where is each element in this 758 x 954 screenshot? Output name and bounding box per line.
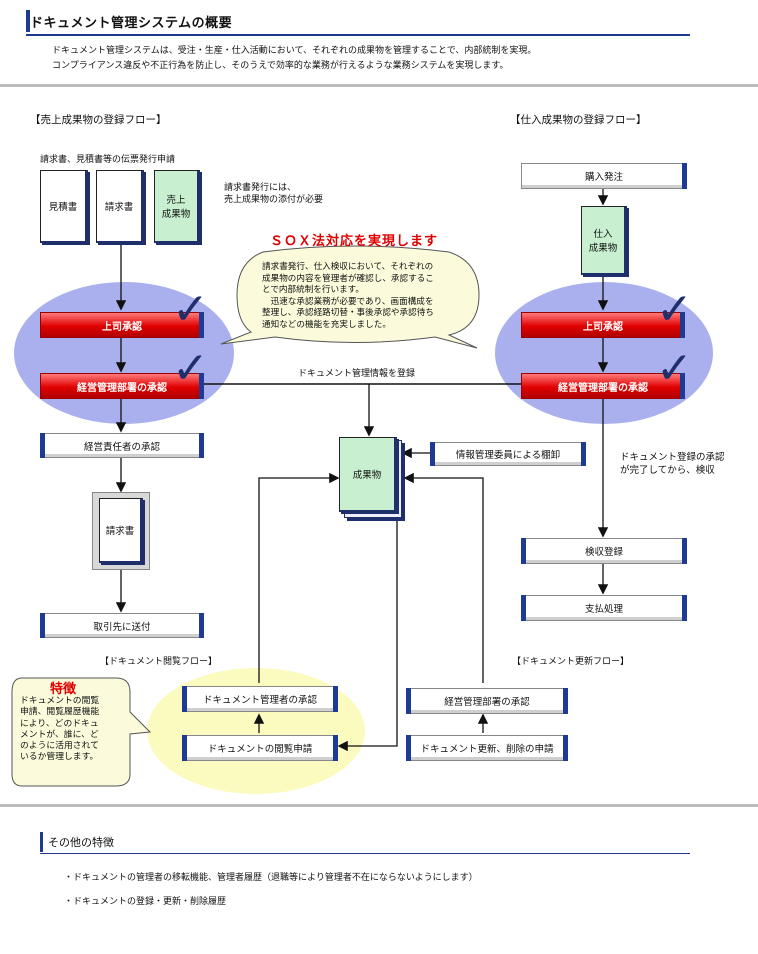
sox-title: ＳＯＸ法対応を実現します [270, 234, 439, 249]
other-accent [40, 832, 43, 852]
purchase-order-label: 購入発注 [584, 172, 623, 183]
other-features-title: その他の特徴 [48, 836, 114, 849]
purchase-mgmt-approval: 経営管理部署の承認 [521, 373, 685, 399]
browse-request-label: ドキュメントの閲覧申請 [207, 744, 313, 755]
browse-flow-title: 【ドキュメント閲覧フロー】 [100, 657, 218, 667]
update-request-label: ドキュメント更新、削除の申請 [420, 744, 554, 755]
sales-note-line-1: 請求書発行には、 [224, 183, 297, 193]
purchase-note-line-1: ドキュメント登録の承認 [620, 452, 725, 463]
update-flow-title: 【ドキュメント更新フロー】 [512, 657, 630, 667]
inventory-check-label: 情報管理委員による棚卸 [455, 450, 561, 461]
feature-line: により、どのドキュ [20, 718, 99, 729]
feature-title: 特徴 [50, 682, 77, 697]
sales-artifact-doc: 売上 成果物 [154, 170, 200, 243]
invoice-doc: 請求書 [96, 170, 144, 243]
page-title: ドキュメント管理システムの概要 [30, 16, 233, 31]
intro-line-1: ドキュメント管理システムは、受注・生産・仕入活動において、それぞれの成果物を管理… [52, 46, 537, 56]
exec-approval: 経営責任者の承認 [40, 433, 204, 458]
sox-line: 整理し、承認経路切替・事後承認や承認待ち [262, 308, 434, 318]
sox-line: 迅速な承認業務が必要であり、画面構成を [262, 296, 434, 307]
update-mgmt-approval: 経営管理部署の承認 [406, 688, 568, 714]
feature-line: メントが、誰に、ど [20, 729, 99, 740]
exec-approval-label: 経営責任者の承認 [83, 441, 160, 453]
request-caption: 請求書、見積書等の伝票発行申請 [40, 155, 176, 165]
purchase-note: ドキュメント登録の承認 が完了してから、検収 [620, 451, 725, 477]
sales-note: 請求書発行には、 売上成果物の添付が必要 [224, 182, 323, 206]
inventory-check: 情報管理委員による棚卸 [430, 442, 586, 466]
invoice-output-doc: 請求書 [99, 498, 143, 563]
payment-process: 支払処理 [521, 595, 687, 621]
sales-mgmt-approval: 経営管理部署の承認 [40, 373, 204, 399]
purchase-boss-approval-label: 上司承認 [583, 321, 623, 333]
manager-approval-label: ドキュメント管理者の承認 [202, 695, 317, 706]
inspection-register-label: 検収登録 [584, 547, 623, 558]
sox-line: 請求書発行、仕入検収において、それぞれの [262, 262, 434, 272]
update-request: ドキュメント更新、削除の申請 [406, 735, 568, 761]
purchase-artifact-doc: 仕入 成果物 [581, 206, 627, 275]
check-icon: ✓ [656, 343, 693, 394]
sales-flow-title: 【売上成果物の登録フロー】 [30, 114, 167, 126]
panel-top-rule [0, 84, 758, 87]
other-feature-item-2: ・ドキュメントの登録・更新・削除履歴 [64, 897, 227, 907]
sales-note-line-2: 売上成果物の添付が必要 [224, 195, 324, 205]
feature-line: ドキュメントの閲覧 [20, 696, 100, 706]
inspection-register: 検収登録 [521, 538, 687, 564]
purchase-flow-title: 【仕入成果物の登録フロー】 [510, 114, 647, 126]
sox-line: とで内部統制を行います。 [262, 285, 365, 295]
payment-process-label: 支払処理 [584, 604, 623, 615]
feature-text: ドキュメントの閲覧 申請、閲覧履歴機能 により、どのドキュ メントが、誰に、ど … [20, 696, 99, 764]
feature-line: 申請、閲覧履歴機能 [20, 707, 100, 718]
sox-line: 成果物の内容を管理者が確認し、承認するこ [262, 273, 434, 284]
feature-line: のように活用されて [20, 741, 99, 752]
purchase-mgmt-approval-label: 経営管理部署の承認 [558, 382, 648, 394]
other-feature-item-1: ・ドキュメントの管理者の移転機能、管理者履歴（退職等により管理者不在にならないよ… [64, 873, 478, 883]
feature-line: いるか管理します。 [20, 752, 99, 763]
estimate-doc: 見積書 [40, 170, 88, 243]
title-underline [26, 34, 690, 36]
manager-approval: ドキュメント管理者の承認 [182, 686, 338, 712]
send-to-client-label: 取引先に送付 [93, 621, 151, 633]
sox-text: 請求書発行、仕入検収において、それぞれの 成果物の内容を管理者が確認し、承認する… [262, 262, 434, 331]
title-accent [26, 10, 30, 32]
check-icon: ✓ [656, 284, 693, 335]
panel-bottom-rule [0, 804, 758, 807]
sales-mgmt-approval-label: 経営管理部署の承認 [77, 382, 167, 394]
purchase-boss-approval: 上司承認 [521, 312, 685, 338]
purchase-note-line-2: が完了してから、検収 [620, 465, 715, 476]
other-underline [40, 853, 690, 854]
browse-request: ドキュメントの閲覧申請 [182, 735, 338, 761]
update-mgmt-approval-label: 経営管理部署の承認 [444, 697, 530, 708]
purchase-order: 購入発注 [521, 163, 687, 189]
send-to-client: 取引先に送付 [40, 613, 204, 638]
sales-boss-approval: 上司承認 [40, 312, 204, 338]
sox-line: 通知などの機能を充実しました。 [262, 319, 391, 330]
check-icon: ✓ [172, 343, 209, 394]
sales-boss-approval-label: 上司承認 [102, 321, 142, 333]
intro-line-2: コンプライアンス違反や不正行為を防止し、そのうえで効率的な業務が行えるような業務… [52, 61, 509, 71]
feature-bubble [11, 677, 152, 787]
sox-bubble [220, 245, 480, 349]
check-icon: ✓ [172, 284, 209, 335]
register-label: ドキュメント管理情報を登録 [298, 369, 416, 379]
artifact-doc: 成果物 [339, 437, 397, 512]
